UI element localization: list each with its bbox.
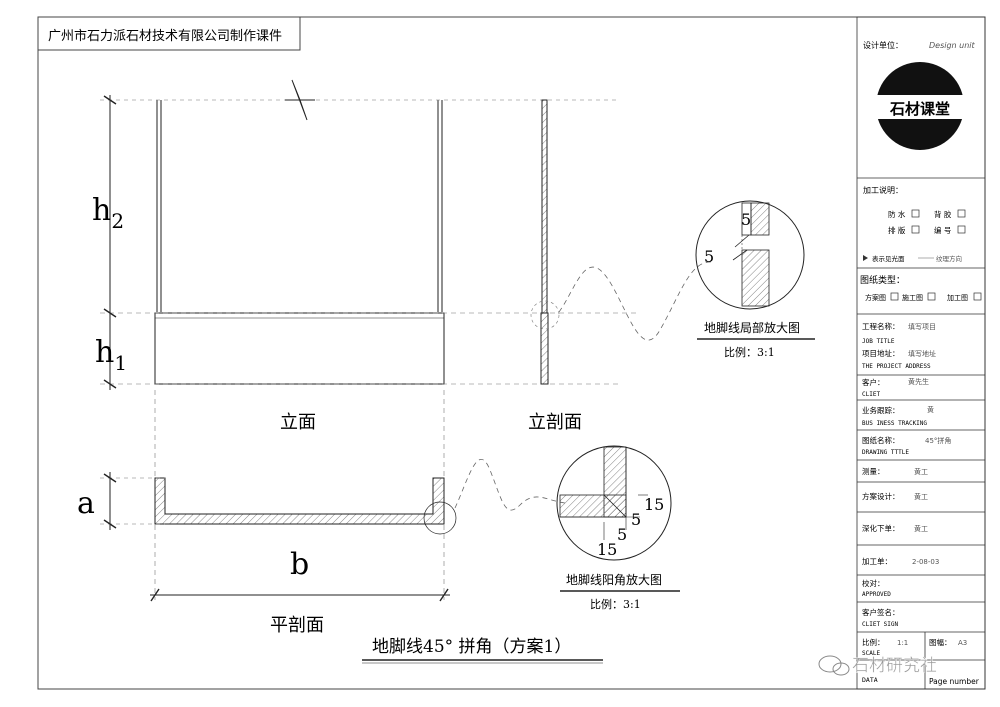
tb-drawing-name-value: 45°拼角: [925, 436, 951, 445]
logo-text: 石材课堂: [889, 100, 950, 118]
tb-drawing-type: 图纸类型：: [860, 274, 905, 286]
tb-chk-layout: 排 版: [888, 225, 906, 235]
detail1-dim-left: 5: [704, 247, 714, 266]
tb-chk-number: 编 号: [934, 225, 951, 235]
detail2-drawing: [556, 445, 672, 561]
tb-scale-en: SCALE: [862, 650, 880, 657]
checkbox-backglue[interactable]: [957, 209, 966, 218]
checkbox-number[interactable]: [957, 225, 966, 234]
checkbox-waterproof[interactable]: [911, 209, 920, 218]
label-plan: 平剖面: [270, 615, 324, 636]
tb-project-address-label: 项目地址：: [862, 348, 900, 358]
tb-project-address-en: THE PROJECT ADDRESS: [862, 363, 931, 370]
checkbox-layout[interactable]: [911, 225, 920, 234]
tb-client-label: 客户：: [862, 377, 885, 387]
checkbox-type-construction[interactable]: [927, 292, 936, 301]
tb-chk-backglue: 背 胶: [934, 209, 952, 219]
tb-design-unit: 设计单位：: [863, 40, 903, 50]
detail1-drawing: [695, 200, 805, 310]
dim-h2-label: h2: [92, 193, 124, 233]
tb-client-sign-en: CLIET SIGN: [862, 621, 899, 628]
tb-deepen-value: 黄工: [914, 524, 928, 533]
tb-business-label: 业务跟踪：: [862, 405, 900, 415]
arrow-icon: [863, 255, 868, 261]
checkbox-type-processing[interactable]: [973, 292, 982, 301]
tb-drawing-title-en: DRAWING TTTLE: [862, 449, 909, 456]
detail1-dim-top: 5: [741, 210, 751, 229]
detail2-title: 地脚线阳角放大图: [566, 572, 662, 587]
tb-legend-grain: 纹理方向: [936, 254, 962, 263]
tb-process-order-label: 加工单：: [862, 556, 892, 566]
sheet-border: [37, 16, 986, 690]
watermark-text: 石材研究社: [852, 656, 937, 676]
dim-b-label: b: [290, 547, 309, 582]
tb-survey-value: 黄工: [914, 467, 928, 476]
section-view: [530, 99, 713, 385]
tb-type-processing: 加工图: [947, 293, 968, 302]
tb-sheet-value: A3: [958, 639, 967, 647]
tb-client-en: CLIET: [862, 391, 880, 398]
tb-drawing-name-label: 图纸名称：: [862, 435, 900, 445]
tb-scale-value: 1:1: [897, 639, 908, 647]
tb-process-note: 加工说明：: [863, 185, 903, 195]
label-elevation: 立面: [280, 412, 316, 433]
tb-job-title-en: JOB TITLE: [862, 338, 895, 345]
tb-scale-label: 比例：: [862, 637, 885, 647]
detail2-dim-5-right: 5: [631, 510, 641, 529]
tb-type-scheme: 方案图: [865, 293, 886, 302]
tb-chk-waterproof: 防 水: [888, 209, 906, 219]
tb-legend-surface: 表示见光面: [872, 254, 905, 263]
tb-client-value: 黄先生: [908, 377, 929, 386]
tb-page-number-en: Page number: [929, 677, 980, 686]
tb-process-order-value: 2-08-03: [912, 558, 939, 566]
tb-check-label: 校对：: [862, 578, 885, 588]
tb-design-value: 黄工: [914, 492, 928, 501]
tb-business-value: 黄: [927, 405, 934, 414]
detail2-dim-15-bottom: 15: [597, 540, 617, 559]
plan-view: [100, 459, 566, 602]
main-title: 地脚线45° 拼角（方案1）: [372, 637, 571, 657]
label-section: 立剖面: [528, 412, 582, 433]
tb-project-name-label: 工程名称：: [862, 321, 900, 331]
tb-client-sign-label: 客户签名：: [862, 607, 900, 617]
tb-survey-label: 测量：: [862, 467, 885, 476]
detail1-scale: 比例：3:1: [724, 345, 775, 359]
checkbox-type-scheme[interactable]: [890, 292, 899, 301]
dim-h1-label: h1: [95, 335, 127, 375]
detail2-dim-15-right: 15: [644, 495, 664, 514]
tb-deepen-label: 深化下单：: [862, 523, 900, 533]
header-box: [37, 16, 301, 51]
tb-sheet-label: 图幅：: [929, 637, 952, 647]
tb-project-address-value: 填写地址: [908, 349, 936, 358]
tb-design-label: 方案设计：: [862, 491, 900, 501]
dim-a-label: a: [77, 486, 95, 521]
elevation-view: [100, 79, 640, 600]
tb-business-en: BUS INESS TRACKING: [862, 420, 927, 427]
tb-design-unit-en: Design unit: [929, 41, 976, 50]
detail1-title: 地脚线局部放大图: [704, 320, 800, 335]
tb-project-name-value: 填写项目: [908, 322, 936, 331]
tb-date-en: DATA: [862, 676, 878, 684]
tb-type-construction: 施工图: [902, 293, 923, 302]
header-company: 广州市石力派石材技术有限公司制作课件: [48, 28, 282, 44]
detail2-dim-5-bottom: 5: [617, 525, 627, 544]
watermark: 石材研究社: [818, 655, 937, 676]
title-block: [856, 16, 986, 690]
detail2-scale: 比例：3:1: [590, 597, 641, 611]
tb-approved-en: APPROVED: [862, 591, 891, 598]
